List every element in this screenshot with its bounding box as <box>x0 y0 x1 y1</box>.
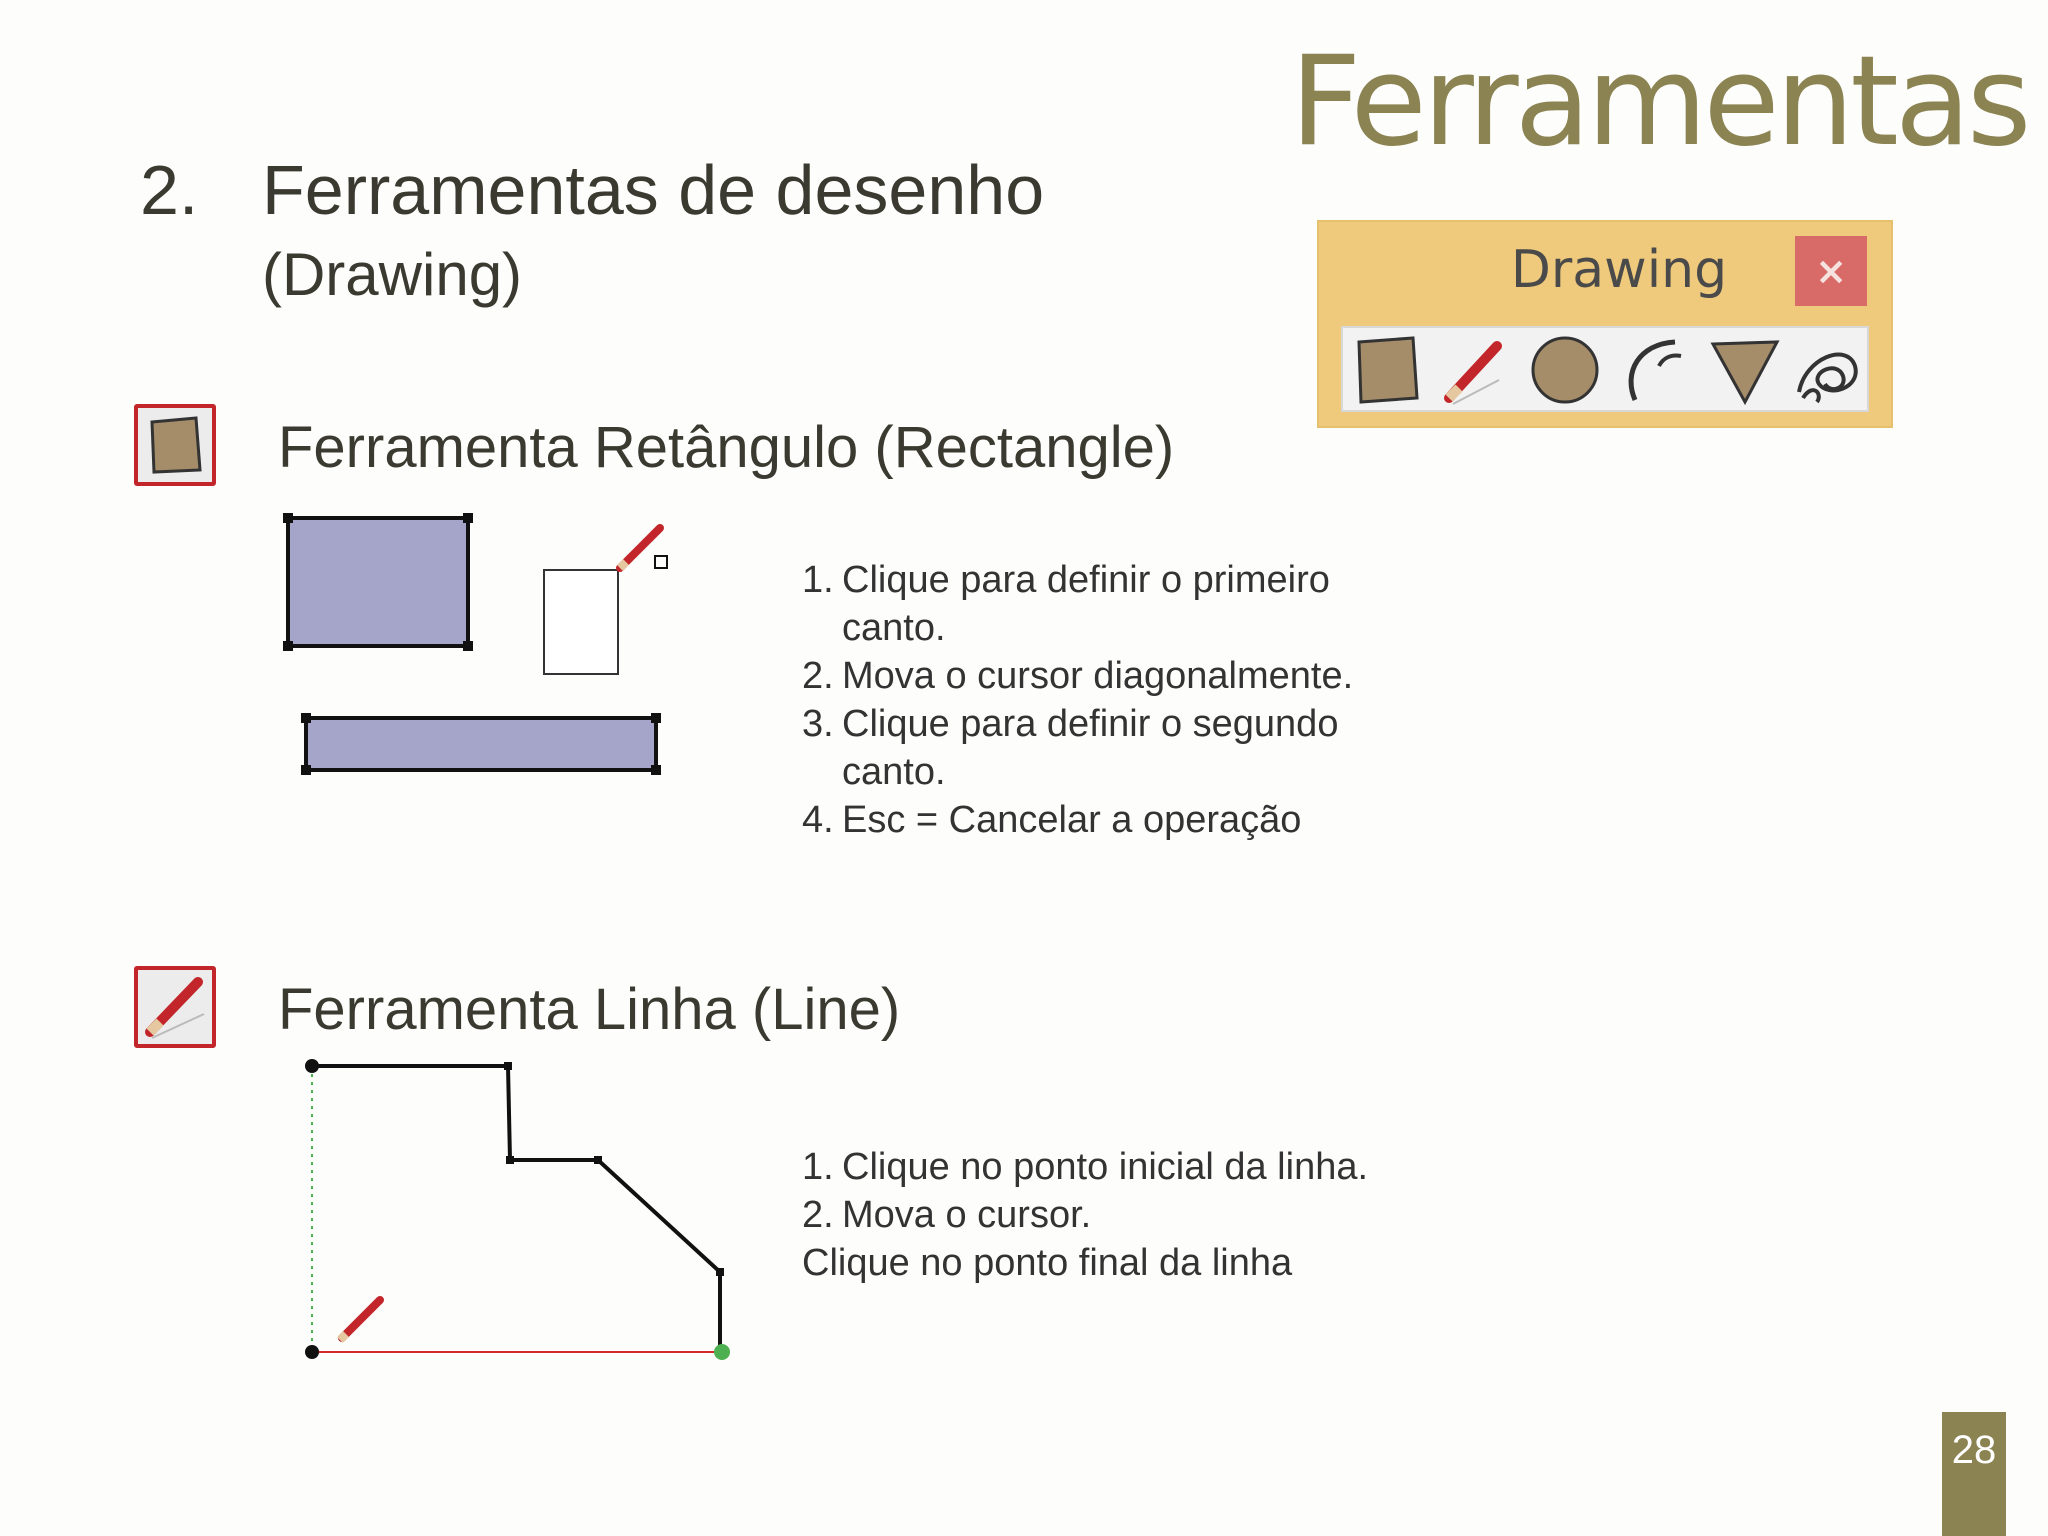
section-title: Ferramentas de desenho <box>262 151 1045 229</box>
polygon-icon[interactable] <box>1705 332 1785 408</box>
toolbar-tools <box>1341 326 1869 412</box>
list-item: 4.Esc = Cancelar a operação <box>802 799 1302 841</box>
freehand-icon[interactable] <box>1789 332 1869 408</box>
list-item: 2.Mova o cursor diagonalmente. <box>802 655 1354 697</box>
line-steps: 1.Clique no ponto inicial da linha. 2.Mo… <box>802 1143 1402 1287</box>
arc-icon[interactable] <box>1615 332 1695 408</box>
section-number: 2. <box>140 151 199 229</box>
line-tool-icon <box>134 966 216 1048</box>
line-tool-title: Ferramenta Linha (Line) <box>278 977 901 1042</box>
list-item: 2.Mova o cursor. <box>802 1194 1092 1236</box>
rectangle-icon <box>150 416 202 474</box>
pencil-icon[interactable] <box>1435 332 1515 408</box>
drawing-toolbar: Drawing × <box>1317 220 1893 428</box>
line-example-illustration <box>305 1059 730 1360</box>
slide-title: Ferramentas <box>1290 30 2031 174</box>
list-item: Clique no ponto final da linha <box>802 1242 1293 1284</box>
rectangle-tool-icon <box>134 404 216 486</box>
list-item: 1.Clique no ponto inicial da linha. <box>802 1146 1369 1188</box>
circle-icon[interactable] <box>1525 332 1605 408</box>
pencil-icon <box>145 977 205 1039</box>
list-item: 3.Clique para definir o segundo canto. <box>802 703 1339 793</box>
rectangle-example-illustration <box>283 513 668 775</box>
rectangle-tool-title: Ferramenta Retângulo (Rectangle) <box>278 415 1175 480</box>
rectangle-steps: 1.Clique para definir o primeiro canto. … <box>802 556 1402 844</box>
rectangle-icon[interactable] <box>1347 332 1427 408</box>
page-number: 28 <box>1942 1412 2006 1536</box>
close-icon[interactable]: × <box>1795 236 1867 306</box>
section-subtitle: (Drawing) <box>262 241 523 308</box>
toolbar-title: Drawing <box>1510 240 1728 300</box>
list-item: 1.Clique para definir o primeiro canto. <box>802 559 1330 649</box>
